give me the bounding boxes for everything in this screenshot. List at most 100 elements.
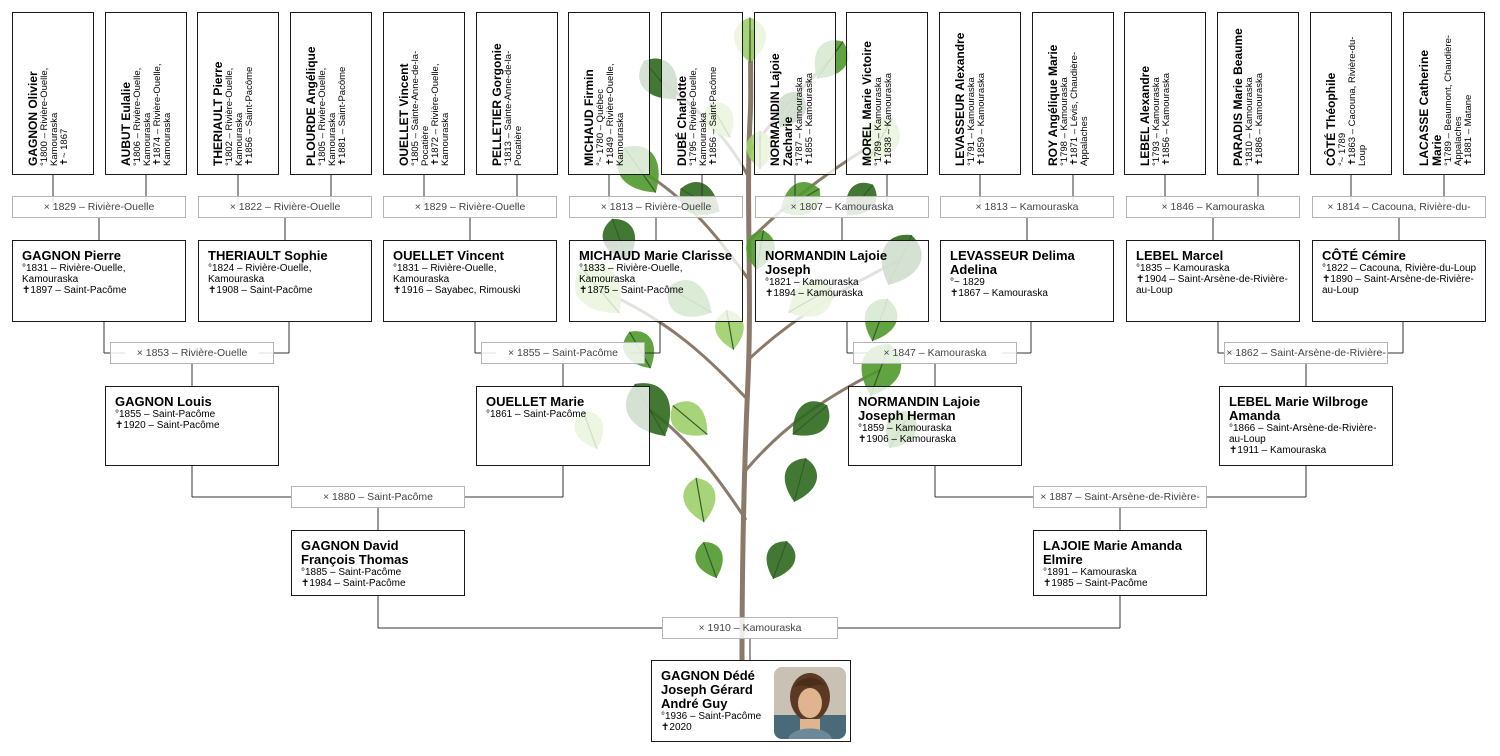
person-card-vertical[interactable]: LEVASSEUR Alexandre°1791 – Kamouraska✝18… [939,12,1021,175]
person-card[interactable]: LAJOIE Marie Amanda Elmire°1891 – Kamour… [1033,530,1207,596]
person-name: LEVASSEUR Delima Adelina [950,248,1075,277]
person-dates: ✝1855 – Kamouraska [804,73,815,166]
marriage-label: × 1822 – Rivière-Ouelle [198,196,372,218]
person-card[interactable]: OUELLET Marie°1861 – Saint-Pacôme [476,386,650,466]
person-dates: °1822 – Cacouna, Rivière-du-Loup [1322,263,1477,274]
marriage-label: × 1846 – Kamouraska [1126,196,1300,218]
person-card[interactable]: GAGNON David François Thomas°1885 – Sain… [291,530,465,596]
person-card[interactable]: NORMANDIN Lajoie Joseph Herman°1859 – Ka… [848,386,1022,466]
person-card-vertical[interactable]: CÔTÉ Théophile°~ 1789✝1863 – Cacouna, Ri… [1310,12,1392,175]
person-dates: ✝1872 – Rivière-Ouelle, Kamouraska [430,63,451,166]
root-person-card[interactable]: GAGNON Dédé Joseph Gérard André Guy°1936… [651,660,851,742]
person-card-content: ROY Angélique Marie°1798 – Kamouraska✝18… [1046,16,1090,166]
person-name: GAGNON Pierre [22,248,121,263]
person-card-content: GAGNON Olivier°1800 – Rivière-Ouelle, Ka… [26,16,70,166]
person-dates: °1831 – Rivière-Ouelle, Kamouraska [393,263,497,285]
person-dates: ✝1904 – Saint-Arsène-de-Rivière-au-Loup [1136,274,1288,296]
person-name: MICHAUD Marie Clarisse [579,248,733,263]
person-card-vertical[interactable]: MICHAUD Firmin°~ 1780 – Québec✝1849 – Ri… [568,12,650,175]
person-dates: ✝1838 – Kamouraska [883,73,894,166]
person-dates: °1806 – Rivière-Ouelle, Kamouraska [132,67,153,166]
person-dates: ✝1874 – Rivière-Ouelle, Kamouraska [152,63,173,166]
marriage-label: × 1862 – Saint-Arsène-de-Rivière- [1224,342,1388,364]
person-name: LEBEL Marcel [1136,248,1224,263]
person-card-content: PLOURDE Angélique°1805 – Rivière-Ouelle,… [304,16,348,166]
person-name: CÔTÉ Cémire [1322,248,1406,263]
root-person-dates: °1936 – Saint-Pacôme [661,711,762,722]
person-dates: °1833 – Rivière-Ouelle, Kamouraska [579,263,683,285]
person-card-content: NORMANDIN Lajoie Zacharie°1787 – Kamoura… [768,16,815,166]
marriage-label: × 1829 – Rivière-Ouelle [12,196,186,218]
person-card-vertical[interactable]: ROY Angélique Marie°1798 – Kamouraska✝18… [1032,12,1114,175]
person-dates: ✝1881 – Matane [1463,94,1474,166]
marriage-label: × 1829 – Rivière-Ouelle [383,196,557,218]
person-dates: ✝1908 – Saint-Pacôme [208,285,313,296]
root-person-dates: ✝2020 [661,722,692,733]
person-dates: °1855 – Saint-Pacôme [115,409,216,420]
person-card-content: MOREL Marie Victoire°1789 – Kamouraska✝1… [860,16,894,166]
person-card[interactable]: GAGNON Louis°1855 – Saint-Pacôme✝1920 – … [105,386,279,466]
person-card-vertical[interactable]: MOREL Marie Victoire°1789 – Kamouraska✝1… [846,12,928,175]
person-dates: ✝1856 – Saint-Pacôme [708,66,719,166]
person-card-vertical[interactable]: LACASSE Catherine Marie°1789 – Beaumont,… [1403,12,1485,175]
person-name: OUELLET Marie [486,394,585,409]
person-dates: °1831 – Rivière-Ouelle, Kamouraska [22,263,126,285]
person-card-vertical[interactable]: NORMANDIN Lajoie Zacharie°1787 – Kamoura… [754,12,836,175]
person-dates: ✝1890 – Saint-Arsène-de-Rivière-au-Loup [1322,274,1474,296]
marriage-label: × 1910 – Kamouraska [662,617,838,639]
person-card-vertical[interactable]: AUBUT Eulalie°1806 – Rivière-Ouelle, Kam… [105,12,187,175]
person-card-content: MICHAUD Firmin°~ 1780 – Québec✝1849 – Ri… [582,16,626,166]
marriage-label: × 1813 – Kamouraska [940,196,1114,218]
person-card[interactable]: LEBEL Marcel°1835 – Kamouraska✝1904 – Sa… [1126,240,1300,322]
person-dates: ✝1984 – Saint-Pacôme [301,578,406,589]
marriage-label: × 1847 – Kamouraska [853,342,1017,364]
person-card[interactable]: LEBEL Marie Wilbroge Amanda°1866 – Saint… [1219,386,1393,466]
person-dates: °1802 – Rivière-Ouelle, Kamouraska [224,67,245,166]
person-card[interactable]: THERIAULT Sophie°1824 – Rivière-Ouelle, … [198,240,372,322]
person-dates: °~ 1829 [950,277,985,288]
person-card-content: PARADIS Marie Beaume°1810 – Kamouraska✝1… [1231,16,1265,166]
marriage-label: × 1855 – Saint-Pacôme [481,342,645,364]
person-card-content: LACASSE Catherine Marie°1789 – Beaumont,… [1417,16,1474,166]
person-card-vertical[interactable]: DUBÉ Charlotte°1795 – Rivière-Ouelle, Ka… [661,12,743,175]
person-dates: °1821 – Kamouraska [765,277,859,288]
person-card[interactable]: MICHAUD Marie Clarisse°1833 – Rivière-Ou… [569,240,743,322]
person-card-content: CÔTÉ Théophile°~ 1789✝1863 – Cacouna, Ri… [1324,16,1368,166]
person-name: LACASSE Catherine Marie [1417,49,1444,166]
person-card-vertical[interactable]: LEBEL Alexandre°1793 – Kamouraska✝1856 –… [1124,12,1206,175]
person-card-content: THERIAULT Pierre°1802 – Rivière-Ouelle, … [211,16,255,166]
person-card[interactable]: GAGNON Pierre°1831 – Rivière-Ouelle, Kam… [12,240,186,322]
person-card[interactable]: CÔTÉ Cémire°1822 – Cacouna, Rivière-du-L… [1312,240,1486,322]
person-dates: ✝~ 1867 [59,128,70,166]
person-dates: ✝1920 – Saint-Pacôme [115,420,220,431]
person-dates: ✝1859 – Kamouraska [976,73,987,166]
person-dates: ✝1985 – Saint-Pacôme [1043,578,1148,589]
marriage-label: × 1814 – Cacouna, Rivière-du- [1312,196,1486,218]
person-dates: ✝1856 – Saint-Pacôme [244,66,255,166]
person-dates: °1861 – Saint-Pacôme [486,409,587,420]
person-card-vertical[interactable]: PARADIS Marie Beaume°1810 – Kamouraska✝1… [1217,12,1299,175]
person-card-content: OUELLET Vincent°1805 – Sainte-Anne-de-la… [397,16,451,166]
person-card[interactable]: NORMANDIN Lajoie Joseph°1821 – Kamourask… [755,240,929,322]
marriage-label: × 1813 – Rivière-Ouelle [569,196,743,218]
person-name: LAJOIE Marie Amanda Elmire [1043,538,1182,567]
person-dates: ✝1911 – Kamouraska [1229,445,1327,456]
person-card-vertical[interactable]: OUELLET Vincent°1805 – Sainte-Anne-de-la… [383,12,465,175]
person-name: THERIAULT Sophie [208,248,328,263]
person-dates: °1835 – Kamouraska [1136,263,1230,274]
person-card[interactable]: OUELLET Vincent°1831 – Rivière-Ouelle, K… [383,240,557,322]
person-card-vertical[interactable]: THERIAULT Pierre°1802 – Rivière-Ouelle, … [197,12,279,175]
marriage-label: × 1807 – Kamouraska [755,196,929,218]
person-card-vertical[interactable]: PLOURDE Angélique°1805 – Rivière-Ouelle,… [290,12,372,175]
person-card[interactable]: LEVASSEUR Delima Adelina°~ 1829✝1867 – K… [940,240,1114,322]
person-card-content: DUBÉ Charlotte°1795 – Rivière-Ouelle, Ka… [675,16,719,166]
person-dates: °1800 – Rivière-Ouelle, Kamouraska [39,67,60,166]
person-dates: ✝1875 – Saint-Pacôme [579,285,684,296]
person-dates: ✝1863 – Cacouna, Rivière-du-Loup [1347,36,1368,166]
person-card-vertical[interactable]: PELLETIER Gorgonie°1813 – Sainte-Anne-de… [476,12,558,175]
person-dates: °1891 – Kamouraska [1043,567,1137,578]
person-card-vertical[interactable]: GAGNON Olivier°1800 – Rivière-Ouelle, Ka… [12,12,94,175]
person-name: NORMANDIN Lajoie Zacharie [768,53,795,166]
person-dates: °1866 – Saint-Arsène-de-Rivière-au-Loup [1229,423,1377,445]
